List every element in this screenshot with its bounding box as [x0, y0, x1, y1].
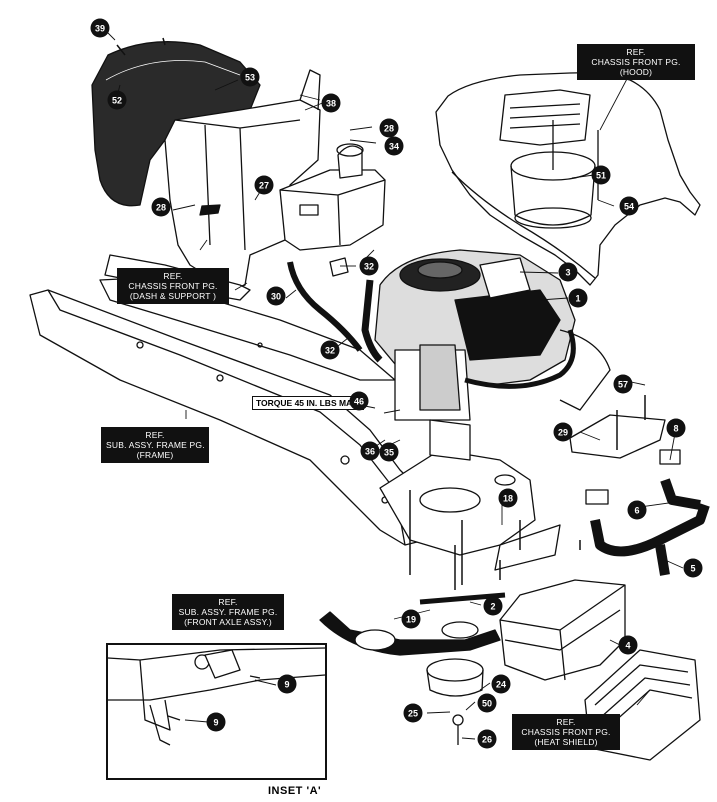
callout-32: 32 — [359, 256, 379, 276]
callout-38: 38 — [321, 93, 341, 113]
callout-46: 46 — [349, 391, 369, 411]
torque-note: TORQUE 45 IN. LBS MAX. — [252, 396, 365, 410]
ref-line: (HOOD) — [619, 67, 653, 77]
callout-1: 1 — [568, 288, 588, 308]
ref-line: SUB. ASSY. FRAME PG. — [106, 440, 205, 450]
ref-line: SUB. ASSY. FRAME PG. — [178, 607, 278, 617]
callout-52: 52 — [107, 90, 127, 110]
callout-30: 30 — [266, 286, 286, 306]
callout-28: 28 — [151, 197, 171, 217]
ref-line: REF. — [218, 597, 238, 607]
callout-32: 32 — [320, 340, 340, 360]
callout-29: 29 — [553, 422, 573, 442]
callout-2: 2 — [483, 596, 503, 616]
fuel-line-part — [287, 261, 363, 352]
ref-front-axle-box: REF. SUB. ASSY. FRAME PG. (FRONT AXLE AS… — [172, 594, 284, 630]
callout-53: 53 — [240, 67, 260, 87]
ref-line: (DASH & SUPPORT ) — [129, 291, 217, 301]
callout-34: 34 — [384, 136, 404, 156]
ref-heat-shield-box: REF. CHASSIS FRONT PG. (HEAT SHIELD) — [512, 714, 620, 750]
bolts-group — [116, 37, 646, 590]
ref-hood-box: REF. CHASSIS FRONT PG. (HOOD) — [577, 44, 695, 80]
muffler-part — [499, 579, 626, 681]
ref-line: REF. — [626, 47, 646, 57]
inset-a-label: INSET 'A' — [268, 785, 322, 797]
callout-9: 9 — [277, 674, 297, 694]
callout-8: 8 — [666, 418, 686, 438]
callout-54: 54 — [619, 196, 639, 216]
ref-line: CHASSIS FRONT PG. — [521, 727, 611, 737]
ref-line: REF. — [556, 717, 576, 727]
callout-39: 39 — [90, 18, 110, 38]
callout-18: 18 — [498, 488, 518, 508]
ref-dash-box: REF. CHASSIS FRONT PG. (DASH & SUPPORT ) — [117, 268, 229, 304]
ref-frame-box: REF. SUB. ASSY. FRAME PG. (FRAME) — [101, 427, 209, 463]
ref-line: REF. — [163, 271, 183, 281]
callout-28: 28 — [379, 118, 399, 138]
ref-line: CHASSIS FRONT PG. — [128, 281, 218, 291]
hood-part — [435, 72, 701, 286]
callout-25: 25 — [403, 703, 423, 723]
callout-3: 3 — [558, 262, 578, 282]
engine-part — [361, 249, 611, 461]
ref-line: (HEAT SHIELD) — [534, 737, 598, 747]
mounting-plate-part — [379, 449, 561, 571]
callout-4: 4 — [618, 635, 638, 655]
callout-27: 27 — [254, 175, 274, 195]
callout-51: 51 — [591, 165, 611, 185]
callout-50: 50 — [477, 693, 497, 713]
callout-5: 5 — [683, 558, 703, 578]
callout-57: 57 — [613, 374, 633, 394]
callout-35: 35 — [379, 442, 399, 462]
ref-line: CHASSIS FRONT PG. — [591, 57, 681, 67]
callout-24: 24 — [491, 674, 511, 694]
exhaust-pipe-part — [585, 449, 710, 576]
dash-support-part — [91, 41, 321, 301]
callout-6: 6 — [627, 500, 647, 520]
belt-pulley-part — [319, 592, 506, 745]
ref-line: REF. — [145, 430, 165, 440]
ref-line: (FRAME) — [136, 450, 174, 460]
callout-9: 9 — [206, 712, 226, 732]
inset-a-frame — [106, 643, 327, 780]
callout-36: 36 — [360, 441, 380, 461]
callout-19: 19 — [401, 609, 421, 629]
ref-line: (FRONT AXLE ASSY.) — [184, 617, 272, 627]
fuel-tank-part — [279, 143, 386, 251]
callout-26: 26 — [477, 729, 497, 749]
